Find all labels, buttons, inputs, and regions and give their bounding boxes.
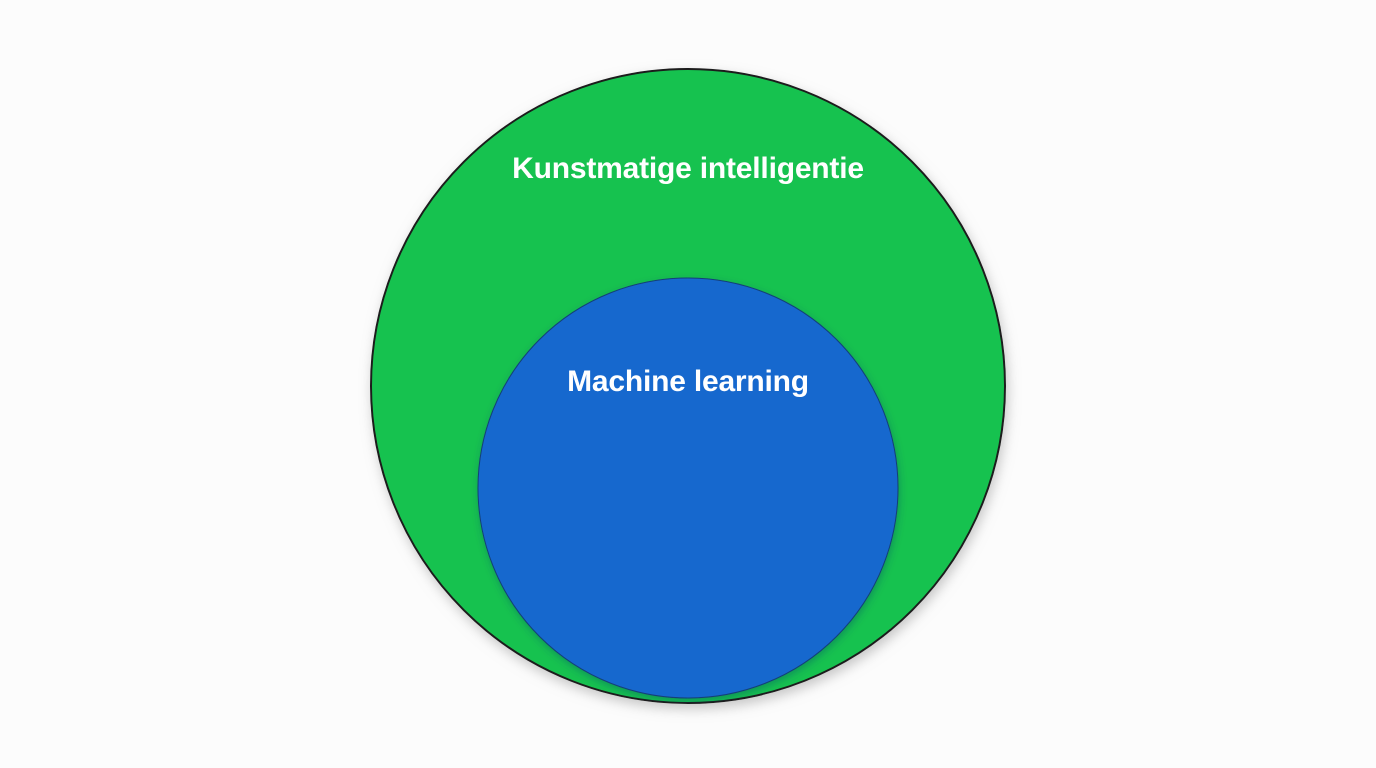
label-kunstmatige-intelligentie: Kunstmatige intelligentie <box>512 152 864 185</box>
inner-circle-ml[interactable] <box>477 277 899 699</box>
set-ml-group[interactable] <box>477 277 899 699</box>
label-machine-learning: Machine learning <box>567 365 809 398</box>
